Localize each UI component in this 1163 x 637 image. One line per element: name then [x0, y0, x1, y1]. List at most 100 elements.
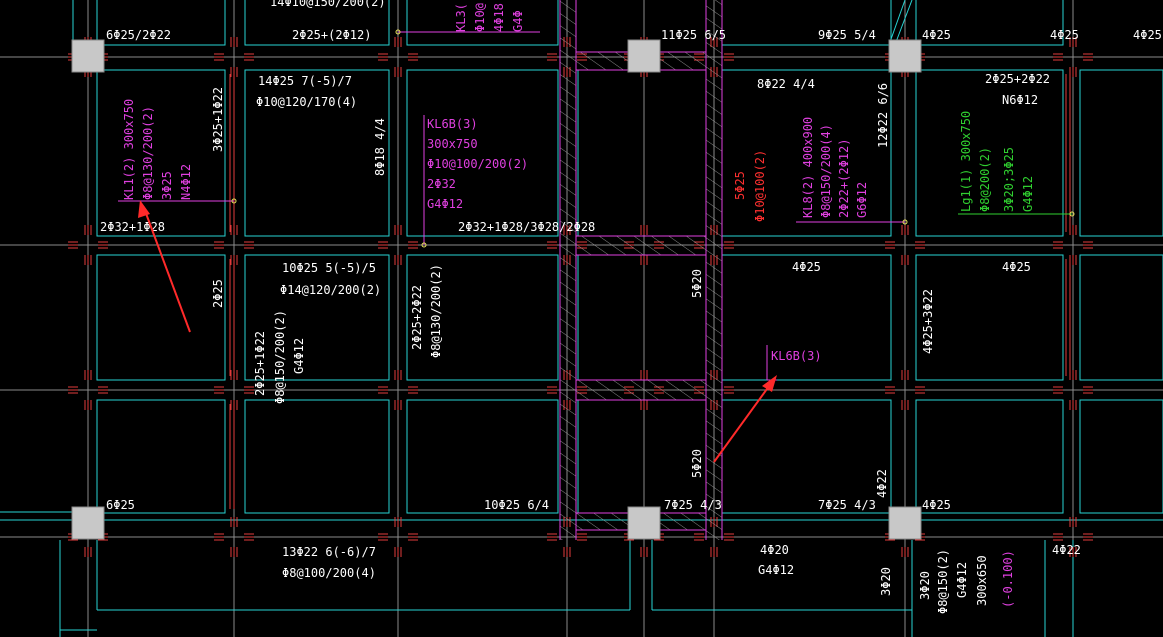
label-b-300x650: 300x650 — [975, 555, 989, 606]
label-lg-b: Φ8@200(2) — [978, 147, 992, 212]
label-r4-4p25: 4Φ25 — [922, 498, 951, 512]
label-kl6-a: KL6B(3) — [427, 117, 478, 131]
red-labels: 5Φ25 Φ10@100(2) — [733, 150, 767, 222]
hatch-strip — [576, 380, 706, 400]
label-r1-8p22: 8Φ22 4/4 — [757, 77, 815, 91]
label-r2-10p25: 10Φ25 5(-5)/5 — [282, 261, 376, 275]
label-r2-p8: Φ8@130/200(2) — [429, 264, 443, 358]
label-kl6-d: 2Φ32 — [427, 177, 456, 191]
magenta-labels: KL1(2) 300x750 Φ8@130/200(2) 3Φ25 N4Φ12 … — [122, 3, 1015, 608]
label-kl8-d: G6Φ12 — [855, 182, 869, 218]
label-kl6-c: Φ10@100/200(2) — [427, 157, 528, 171]
label-r1-p10: Φ10@120/170(4) — [256, 95, 357, 109]
beam-panel — [406, 254, 559, 381]
label-kl6-e: G4Φ12 — [427, 197, 463, 211]
label-r1-n6: N6Φ12 — [1002, 93, 1038, 107]
label-elevation: (-0.100) — [1001, 550, 1015, 608]
column — [888, 39, 922, 73]
label-r2-4p25: 4Φ25 — [792, 260, 821, 274]
beam-panel — [406, 69, 559, 237]
label-r1-2p32: 2Φ32+1Φ28 — [100, 220, 165, 234]
label-r3-2p25: 2Φ25+1Φ22 — [253, 331, 267, 396]
column — [888, 506, 922, 540]
label-lg-c: 3Φ20;3Φ25 — [1002, 147, 1016, 212]
label-r1-14p25: 14Φ25 7(-5)/7 — [258, 74, 352, 88]
label-b-13p22: 13Φ22 6(-6)/7 — [282, 545, 376, 559]
label-top-frag: 14Φ10@150/200(2) — [270, 0, 386, 9]
beam-panel — [1079, 69, 1163, 237]
label-top-4p25-a: 4Φ25 — [922, 28, 951, 42]
hatch-strip — [576, 236, 706, 255]
annotation-arrows — [138, 200, 777, 463]
label-top-9p25: 9Φ25 5/4 — [818, 28, 876, 42]
beam-panel — [915, 254, 1064, 381]
beam-panel — [915, 399, 1064, 514]
label-r2-5p20: 5Φ20 — [690, 269, 704, 298]
column — [71, 506, 105, 540]
beam-panel — [1079, 399, 1163, 514]
label-b-3p20b: 3Φ20 — [918, 571, 932, 600]
label-top-2p25: 2Φ25+(2Φ12) — [292, 28, 371, 42]
label-kl1-a: KL1(2) 300x750 — [122, 99, 136, 200]
label-r3-4p22: 4Φ22 — [875, 469, 889, 498]
label-kl1-b: Φ8@130/200(2) — [141, 106, 155, 200]
beam-panel — [96, 399, 226, 514]
leader-dot — [421, 242, 427, 248]
label-b-3p20: 3Φ20 — [879, 567, 893, 596]
label-red-5p25: 5Φ25 — [733, 171, 747, 200]
arrow-2-shaft — [713, 381, 773, 463]
hatch-strip — [706, 0, 722, 540]
label-r4-6p25: 6Φ25 — [106, 498, 135, 512]
label-b-p8-150: Φ8@150(2) — [936, 549, 950, 614]
arrow-2-head — [762, 375, 777, 392]
label-r3-g4: G4Φ12 — [292, 338, 306, 374]
label-kl8-c: 2Φ22+(2Φ12) — [837, 139, 851, 218]
beam-diagonal — [895, 0, 913, 43]
label-red-p10: Φ10@100(2) — [753, 150, 767, 222]
beam-panel-top — [915, 0, 1064, 46]
label-r4-7p25: 7Φ25 4/3 — [664, 498, 722, 512]
label-r3-5p20: 5Φ20 — [690, 449, 704, 478]
label-r2-4p25b: 4Φ25 — [1002, 260, 1031, 274]
label-r1-12p22: 12Φ22 6/6 — [876, 83, 890, 148]
beam-panel — [1079, 254, 1163, 381]
label-top-4p25-b: 4Φ25 — [1050, 28, 1079, 42]
beam-panel-top — [96, 0, 226, 46]
label-b-4p22: 4Φ22 — [1052, 543, 1081, 557]
label-kl6-b: 300x750 — [427, 137, 478, 151]
label-top-11p25: 11Φ25 6/5 — [661, 28, 726, 42]
label-kl1-c: 3Φ25 — [160, 171, 174, 200]
label-kl8-b: Φ8@150/200(4) — [819, 124, 833, 218]
label-r2-4p25-3p22: 4Φ25+3Φ22 — [921, 289, 935, 354]
label-kl3-d: G4Φ — [511, 10, 525, 32]
label-r2-2p25: 2Φ25 — [211, 279, 225, 308]
leader-dot — [1069, 211, 1075, 217]
label-r1-2p32-long: 2Φ32+1Φ28/3Φ28/2Φ28 — [458, 220, 595, 234]
label-r4-10p25: 10Φ25 6/4 — [484, 498, 549, 512]
label-r1-2p25: 2Φ25+2Φ22 — [985, 72, 1050, 86]
label-b-p8: Φ8@100/200(4) — [282, 566, 376, 580]
label-lg-a: Lg1(1) 300x750 — [959, 111, 973, 212]
beam-panel — [244, 254, 390, 381]
label-kl1-d: N4Φ12 — [179, 164, 193, 200]
beam-diagonal — [889, 0, 906, 43]
leader-lines — [118, 29, 1075, 381]
beam-panel — [244, 399, 390, 514]
arrow-1-shaft — [143, 207, 191, 333]
label-kl3-b: Φ10@ — [473, 3, 487, 32]
leader-dot — [395, 29, 401, 35]
label-r1-3p25: 3Φ25+1Φ22 — [211, 87, 225, 152]
white-labels: 6Φ25/2Φ22 14Φ10@150/200(2) 2Φ25+(2Φ12) 1… — [100, 0, 1162, 614]
label-r4-7p25b: 7Φ25 4/3 — [818, 498, 876, 512]
label-r3-p8: Φ8@150/200(2) — [273, 310, 287, 404]
beam-panel-top — [244, 0, 390, 46]
leader-dot — [231, 198, 237, 204]
beam-panel — [244, 69, 390, 237]
column — [627, 506, 661, 540]
hatch-strip — [560, 0, 576, 540]
label-b-g4: G4Φ12 — [758, 563, 794, 577]
leader-dot — [902, 219, 908, 225]
green-labels: Lg1(1) 300x750 Φ8@200(2) 3Φ20;3Φ25 G4Φ12 — [959, 111, 1035, 212]
arrow-1-head — [138, 200, 150, 218]
